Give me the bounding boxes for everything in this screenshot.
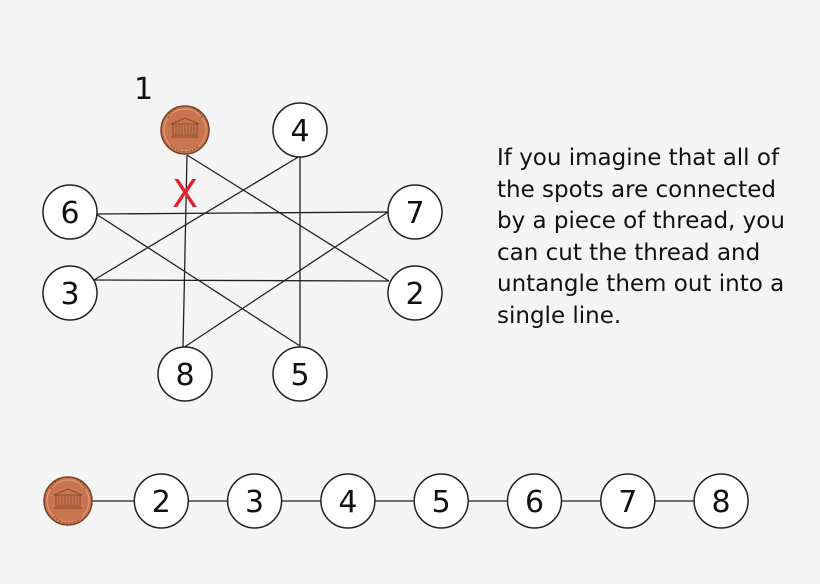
spot-3: 3 (42, 265, 98, 321)
line-spot-6-label: 6 (525, 485, 544, 520)
start-label: 1 (134, 72, 154, 107)
spot-5: 5 (272, 346, 328, 402)
line-spot-3-label: 3 (245, 485, 264, 520)
line-spot-6: 6 (506, 473, 563, 529)
thread-segment (182, 154, 188, 349)
line-spot-5: 5 (413, 473, 469, 529)
spot-7-label: 7 (405, 196, 424, 231)
line-spot-2-label: 2 (152, 485, 171, 520)
thread-segment (93, 279, 390, 282)
spot-6: 6 (42, 184, 98, 240)
line-spot-7-label: 7 (618, 485, 637, 520)
line-spot-5-label: 5 (432, 485, 451, 520)
line-spot-7: 7 (600, 473, 656, 529)
untangled-spots: 2 3 4 5 6 7 8 (43, 473, 749, 529)
line-spot-1-penny-icon (43, 476, 93, 526)
thread-segment (186, 154, 390, 282)
thread-segment (95, 213, 301, 347)
tangled-spots: 4 6 7 3 2 8 5 (42, 102, 443, 402)
cut-mark: X (172, 172, 198, 216)
thread-segment (182, 211, 389, 349)
line-spot-3: 3 (226, 473, 283, 529)
spot-8-label: 8 (175, 358, 194, 393)
line-spot-4-label: 4 (338, 485, 357, 520)
line-spot-8-label: 8 (712, 485, 731, 520)
spot-6-label: 6 (60, 196, 79, 231)
spot-4: 4 (272, 102, 328, 158)
tangled-thread (93, 154, 390, 349)
spot-8: 8 (157, 346, 213, 402)
spot-2: 2 (387, 265, 443, 321)
explanation-text: If you imagine that all of the spots are… (497, 145, 785, 329)
thread-segment (93, 155, 301, 281)
spot-1-penny-icon (160, 105, 210, 155)
spot-7: 7 (387, 184, 443, 240)
line-spot-4: 4 (320, 473, 376, 529)
line-spot-8: 8 (693, 473, 749, 529)
spot-5-label: 5 (290, 358, 309, 393)
spot-2-label: 2 (405, 277, 424, 312)
spot-3-label: 3 (60, 277, 79, 312)
spot-4-label: 4 (290, 114, 309, 149)
thread-segment (95, 211, 389, 215)
line-spot-2: 2 (133, 473, 190, 529)
